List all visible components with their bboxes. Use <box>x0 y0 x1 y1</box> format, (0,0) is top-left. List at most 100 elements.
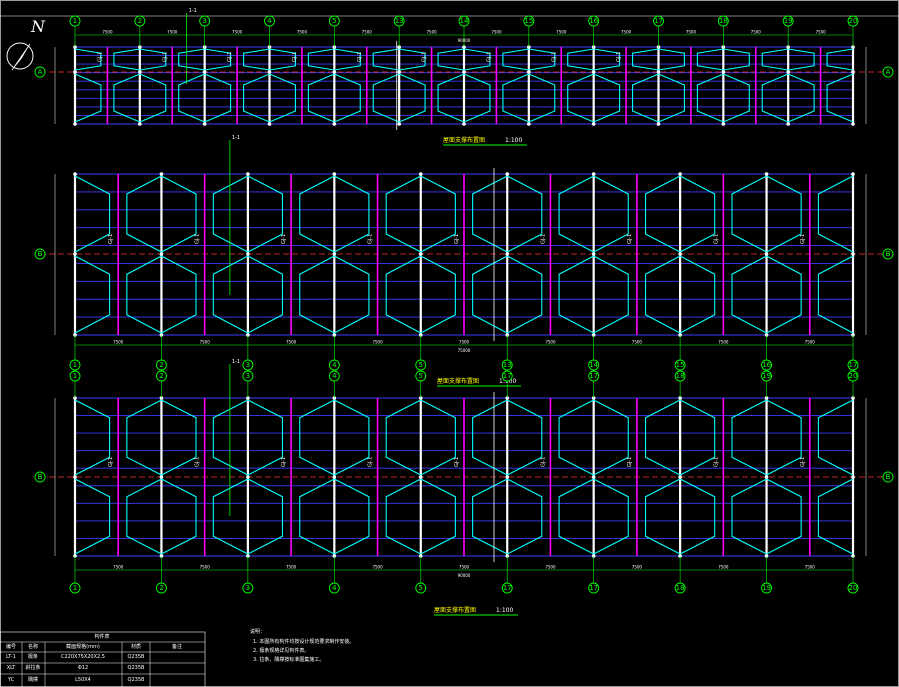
axis-bubble <box>588 359 600 371</box>
column-node <box>202 70 207 74</box>
brace-line <box>399 48 426 71</box>
brace-line <box>723 73 750 123</box>
brace-line <box>761 73 789 123</box>
axis-bubble-label: 1 <box>73 361 77 369</box>
brace-line <box>761 48 789 71</box>
brace-line <box>658 73 685 123</box>
axis-bubble <box>761 370 773 382</box>
brace-line <box>126 175 162 253</box>
column-node <box>678 475 682 479</box>
member-callout: GJ-1 <box>454 457 460 467</box>
axis-bubble-label: 2 <box>159 361 163 369</box>
axis-bubble <box>328 359 340 371</box>
section-mark: 1-1 <box>232 359 240 365</box>
bay-dimension: 7500 <box>372 565 383 570</box>
member-callout: GJ-1 <box>368 234 374 244</box>
axis-bubble-label: 18 <box>676 372 685 380</box>
column-node <box>246 252 250 256</box>
bay-dimension: 7500 <box>286 565 297 570</box>
bay-dimension: 7500 <box>545 565 556 570</box>
brace-line <box>212 175 249 253</box>
brace-line <box>506 255 543 334</box>
axis-bubble-label: 1 <box>73 372 77 380</box>
axis-bubble-label: 2 <box>138 17 142 25</box>
axis-bubble <box>155 370 167 382</box>
member-callout: GJ-1 <box>292 52 298 62</box>
axis-bubble-label: 18 <box>719 17 728 25</box>
bay-dimension: 7500 <box>751 30 762 35</box>
member-callout: GJ-1 <box>195 457 201 467</box>
brace-line <box>558 399 594 476</box>
brace-line <box>307 73 335 123</box>
bay-dimension: 7500 <box>632 565 643 570</box>
axis-bubble-label: 5 <box>419 584 423 592</box>
brace-line <box>126 255 162 334</box>
column-node <box>332 172 337 176</box>
table-cell: C220X75X20X2.5 <box>61 654 105 660</box>
column-node <box>246 475 250 479</box>
total-dimension: 90000 <box>458 38 471 43</box>
column-node <box>462 70 466 74</box>
axis-bubble-label: 17 <box>654 17 663 25</box>
axis-bubble-label: 19 <box>784 17 793 25</box>
column-node <box>851 252 855 256</box>
plan-scale: 1:100 <box>505 137 522 144</box>
axis-bubble <box>328 15 340 27</box>
axis-bubble <box>717 15 729 27</box>
section-mark: 1-1 <box>189 8 197 14</box>
plan-scale: 1:100 <box>499 378 516 385</box>
brace-line <box>679 478 716 555</box>
axis-bubble-label: 16 <box>589 17 598 25</box>
brace-line <box>204 73 232 123</box>
brace-line <box>398 73 426 123</box>
member-callout: GJ-1 <box>540 234 546 244</box>
bay-dimension: 7500 <box>556 30 567 35</box>
axis-bubble-label: 5 <box>419 372 423 380</box>
bay-dimension: 7500 <box>718 340 729 345</box>
axis-bubble-label: 20 <box>849 17 858 25</box>
axis-bubble <box>155 359 167 371</box>
row-axis-bubble <box>34 471 46 483</box>
brace-line <box>299 478 335 555</box>
brace-line <box>632 73 659 123</box>
brace-line <box>420 399 456 476</box>
plan-title: 屋面支撑布置图 <box>434 606 476 614</box>
axis-bubble <box>761 359 773 371</box>
column-node <box>721 70 726 74</box>
axis-bubble <box>415 582 427 594</box>
brace-line <box>731 175 767 253</box>
brace-line <box>74 399 111 476</box>
member-callout: GJ-1 <box>108 234 114 244</box>
brace-line <box>74 255 111 334</box>
bay-dimension: 7500 <box>286 340 297 345</box>
table-cell: Q235B <box>128 654 145 660</box>
axis-bubble-label: 4 <box>267 17 272 25</box>
brace-line <box>472 175 508 253</box>
brace-line <box>472 478 508 555</box>
axis-bubble-label: 14 <box>460 17 469 25</box>
brace-line <box>385 399 422 476</box>
plan-title: 屋面支撑布置图 <box>443 136 485 144</box>
brace-line <box>74 73 102 123</box>
axis-bubble-label: 15 <box>524 17 533 25</box>
bay-dimension: 7500 <box>113 565 124 570</box>
axis-bubble <box>393 15 405 27</box>
brace-line <box>463 73 491 123</box>
brace-line <box>567 73 594 123</box>
bay-dimension: 7500 <box>805 565 816 570</box>
column-node <box>73 172 77 176</box>
brace-line <box>593 175 629 253</box>
row-axis-label: B <box>886 473 891 481</box>
axis-bubble <box>134 15 146 27</box>
column-node <box>159 475 164 479</box>
axis-bubble-label: 19 <box>762 372 771 380</box>
brace-line <box>644 255 681 334</box>
brace-line <box>817 255 854 334</box>
column-node <box>138 70 142 74</box>
north-label: N <box>30 17 46 36</box>
brace-line <box>766 399 802 476</box>
column-node <box>505 252 510 256</box>
axis-bubble-label: 5 <box>332 17 336 25</box>
member-callout: GJ-1 <box>195 234 201 244</box>
